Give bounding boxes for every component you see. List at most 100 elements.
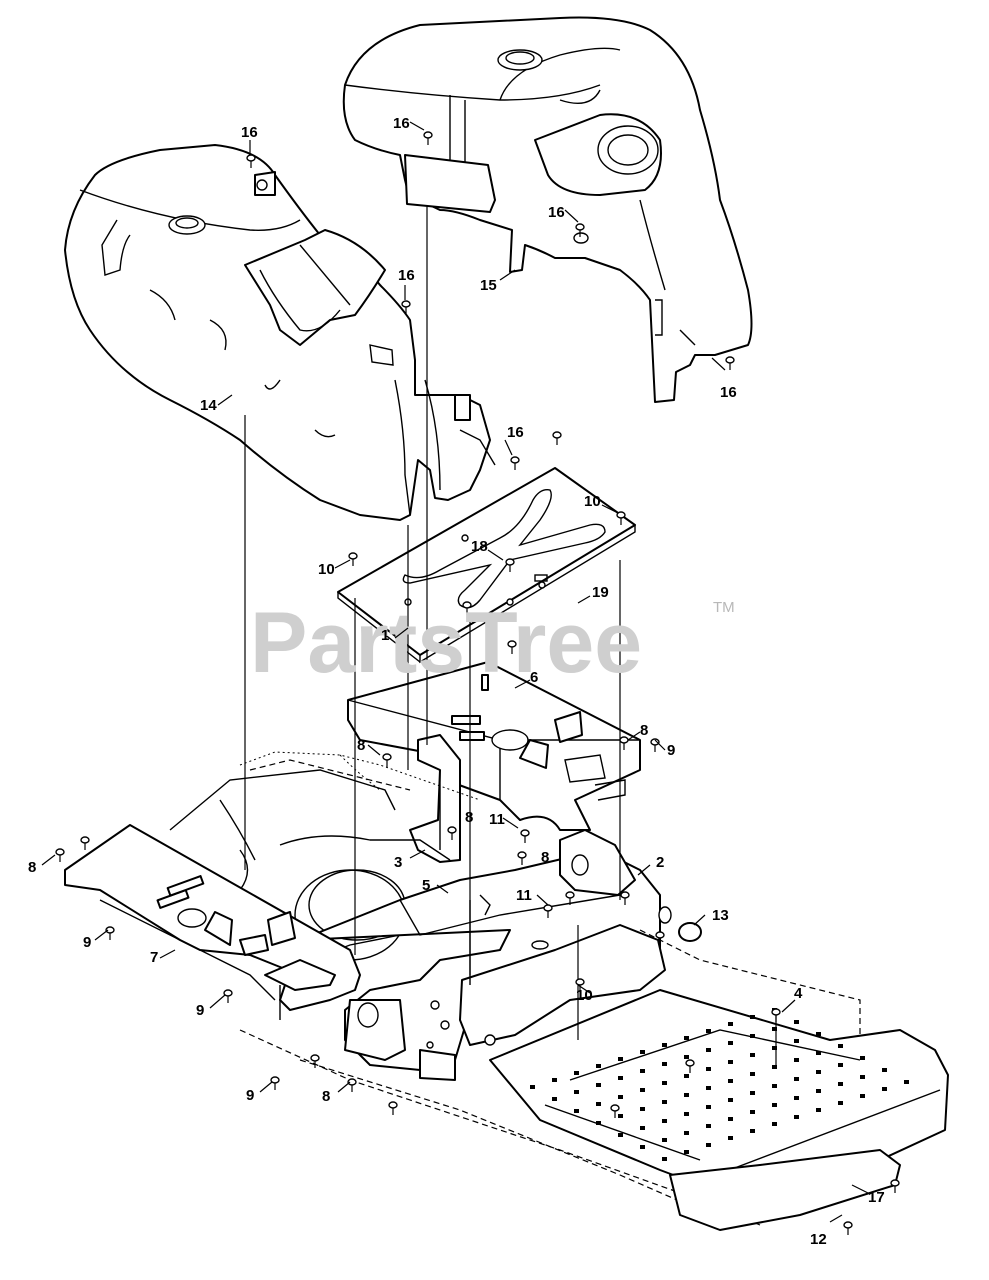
screw-icon xyxy=(507,640,517,654)
callout-label: 16 xyxy=(398,267,415,284)
rear-body-shell-part-15[interactable] xyxy=(342,16,753,403)
tread-mark xyxy=(640,1088,645,1092)
tread-mark xyxy=(684,1131,689,1135)
screw-icon xyxy=(575,223,585,237)
tread-mark xyxy=(684,1055,689,1059)
tread-mark xyxy=(816,1051,821,1055)
tread-mark xyxy=(552,1078,557,1082)
callout-label: 4 xyxy=(794,985,803,1002)
callout-label: 6 xyxy=(530,669,538,686)
screw-icon xyxy=(552,431,562,445)
tread-mark xyxy=(816,1089,821,1093)
plug-part-13[interactable] xyxy=(678,922,702,942)
screw-icon xyxy=(347,1078,357,1092)
watermark-text: PartsTree xyxy=(250,595,642,691)
tread-mark xyxy=(838,1044,843,1048)
tread-mark xyxy=(684,1093,689,1097)
screw-icon xyxy=(382,753,392,767)
screw-icon xyxy=(270,1076,280,1090)
bracket-part-3[interactable] xyxy=(409,734,461,863)
tread-mark xyxy=(750,1015,755,1019)
tread-mark xyxy=(838,1063,843,1067)
screw-icon xyxy=(610,1104,620,1118)
tread-mark xyxy=(640,1107,645,1111)
callout-label: 11 xyxy=(516,887,532,904)
tread-mark xyxy=(596,1064,601,1068)
tread-mark xyxy=(618,1114,623,1118)
screw-icon xyxy=(105,926,115,940)
tread-mark xyxy=(706,1067,711,1071)
tread-mark xyxy=(596,1083,601,1087)
callout-label: 10 xyxy=(318,561,335,578)
tread-mark xyxy=(662,1081,667,1085)
tread-mark xyxy=(596,1102,601,1106)
tread-mark xyxy=(838,1082,843,1086)
screw-icon xyxy=(505,558,515,572)
tread-mark xyxy=(794,1115,799,1119)
tread-mark xyxy=(618,1095,623,1099)
tread-mark xyxy=(706,1048,711,1052)
tread-mark xyxy=(860,1056,865,1060)
front-body-shell-part-14[interactable] xyxy=(64,144,496,521)
callout-label: 18 xyxy=(471,538,488,555)
screw-icon xyxy=(520,829,530,843)
callout-label: 8 xyxy=(357,737,365,754)
tread-mark xyxy=(750,1034,755,1038)
tread-mark xyxy=(684,1036,689,1040)
tread-mark xyxy=(772,1122,777,1126)
alignment-lines xyxy=(244,205,777,1065)
screw-icon xyxy=(890,1179,900,1193)
tread-mark xyxy=(838,1101,843,1105)
screw-icon xyxy=(246,154,256,168)
callout-label: 9 xyxy=(246,1087,254,1104)
callout-label: 3 xyxy=(394,854,402,871)
tread-mark xyxy=(552,1097,557,1101)
screw-icon xyxy=(771,1008,781,1022)
screw-icon xyxy=(80,836,90,850)
screw-icon xyxy=(650,738,660,752)
tread-mark xyxy=(684,1074,689,1078)
screw-icon xyxy=(462,601,472,615)
tread-mark xyxy=(684,1150,689,1154)
tread-mark xyxy=(794,1020,799,1024)
seat-support-part-6[interactable] xyxy=(347,661,641,831)
tread-mark xyxy=(574,1109,579,1113)
tread-mark xyxy=(772,1027,777,1031)
screw-icon xyxy=(348,552,358,566)
tread-mark xyxy=(772,1103,777,1107)
screw-icon xyxy=(843,1221,853,1235)
tread-mark xyxy=(662,1138,667,1142)
tread-mark xyxy=(860,1094,865,1098)
callout-label: 8 xyxy=(541,849,549,866)
screw-icon xyxy=(388,1101,398,1115)
tread-mark xyxy=(772,1046,777,1050)
tread-mark xyxy=(706,1029,711,1033)
tread-mark xyxy=(750,1110,755,1114)
tread-mark xyxy=(882,1068,887,1072)
callout-label: 16 xyxy=(241,124,258,141)
callouts: 1616161616161514101010181916888888999911… xyxy=(28,115,885,1248)
tread-mark xyxy=(596,1121,601,1125)
screw-icon xyxy=(223,989,233,1003)
tread-mark xyxy=(750,1072,755,1076)
screw-icon xyxy=(310,1054,320,1068)
callout-label: 10 xyxy=(576,987,593,1004)
tread-mark xyxy=(684,1112,689,1116)
screw-icon xyxy=(565,891,575,905)
tread-mark xyxy=(662,1062,667,1066)
tread-mark xyxy=(794,1039,799,1043)
tread-mark xyxy=(662,1043,667,1047)
top-plate-part-1[interactable] xyxy=(337,467,636,664)
screw-icon xyxy=(517,851,527,865)
callout-label: 16 xyxy=(393,115,410,132)
screw-icon xyxy=(447,826,457,840)
tread-mark xyxy=(728,1136,733,1140)
callout-label: 9 xyxy=(196,1002,204,1019)
callout-label: 11 xyxy=(489,811,505,828)
callout-label: 10 xyxy=(584,493,601,510)
tread-mark xyxy=(706,1105,711,1109)
tread-mark xyxy=(728,1117,733,1121)
callout-label: 9 xyxy=(667,742,675,759)
callout-label: 15 xyxy=(480,277,497,294)
side-panel-part-7[interactable] xyxy=(64,824,361,1020)
